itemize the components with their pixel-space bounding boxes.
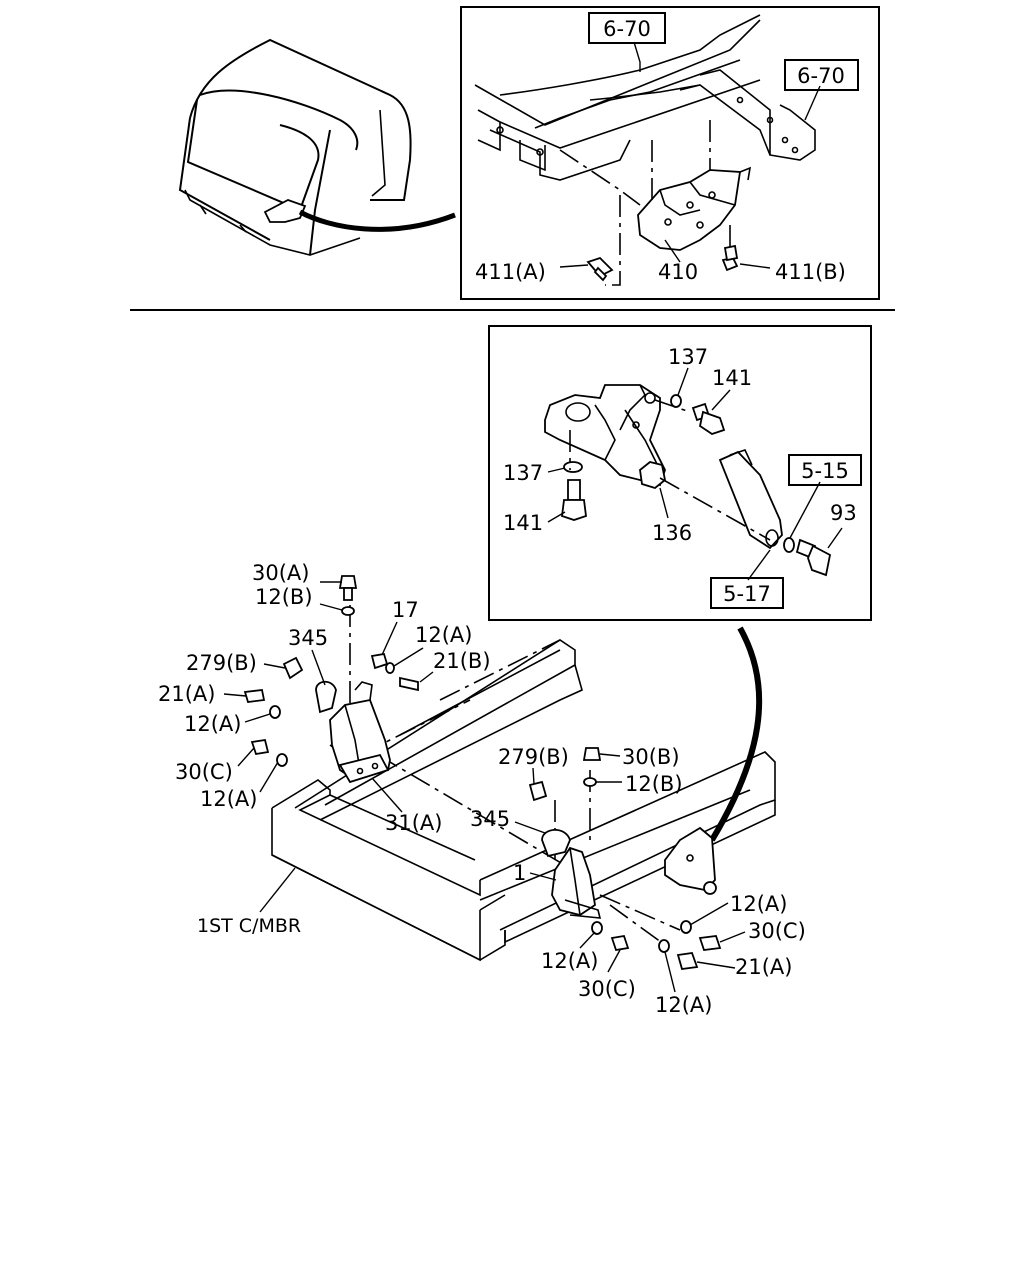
part-label-141-top: 141 [712,366,752,390]
inset-pointer-arrow [709,626,763,842]
part-label-12a-mid: 12(A) [184,712,241,736]
part-label-30c-right: 30(C) [748,919,806,943]
part-label-30c-left-lower: 30(C) [578,977,636,1001]
part-label-12b-left: 12(B) [255,585,313,609]
part-label-345-left: 345 [288,626,328,650]
ref-label-5-15: 5-15 [801,459,849,483]
nut-17-icon [370,652,389,670]
part-label-12a-top: 12(A) [415,623,472,647]
part-label-17: 17 [392,598,419,622]
part-label-411b: 411(B) [775,260,846,284]
spring-bracket-inset: 5-15 5-17 137 141 137 141 136 93 [488,325,872,621]
bolt-30a-icon [338,575,358,601]
part-label-137-left: 137 [503,461,543,485]
stud-21b-icon [399,676,419,692]
part-label-345-right: 345 [470,807,510,831]
part-label-21a-left: 21(A) [158,682,215,706]
washer-5-15-icon [783,537,795,553]
part-label-12b-right: 12(B) [625,772,683,796]
bolt-30b-icon [582,747,602,761]
bolt-30c-left-lower-icon [610,934,630,952]
part-label-93: 93 [830,501,857,525]
washer-12b-right-icon [583,777,597,787]
washer-137-left-icon [563,461,583,473]
part-label-21b: 21(B) [433,649,491,673]
washer-12a-mid-icon [269,705,281,719]
bolt-30c-left-icon [250,738,270,756]
bolt-279b-right-icon [528,780,548,802]
bolt-411b-icon [721,244,739,272]
bolt-279b-left-icon [282,656,304,680]
washer-137-top-icon [670,394,682,408]
part-label-30c-left: 30(C) [175,760,233,784]
part-label-279b-right: 279(B) [498,745,569,769]
part-label-12a-left: 12(A) [541,949,598,973]
part-label-30a: 30(A) [252,561,309,585]
bolt-21a-left-icon [243,689,266,703]
washer-12a-low-icon [276,753,288,767]
part-label-411a: 411(A) [475,260,546,284]
ref-label-5-17: 5-17 [723,582,771,606]
part-label-12a-low: 12(A) [200,787,257,811]
crossmember-label: 1ST C/MBR [197,915,301,937]
ref-label-6-70-b: 6-70 [797,64,845,88]
part-label-30b: 30(B) [622,745,680,769]
bolt-21a-right-icon [676,952,699,970]
part-label-1: 1 [513,861,526,885]
part-label-141-left: 141 [503,511,543,535]
washer-12a-right-icon [680,920,692,934]
washer-12a-top-icon [385,662,395,674]
bolt-411a-icon [586,256,614,282]
ref-box-5-15 [788,454,862,486]
chassis-frame-assembly: 30(A) 12(B) 17 345 12(A) 279(B) 21(B) 21… [158,561,806,1017]
bolt-93-icon [795,538,832,577]
ref-box-6-70-a [588,12,666,44]
washer-12a-left-icon [591,921,603,935]
frame-bracket-inset: 6-70 6-70 411(A) 410 411(B) [460,6,880,300]
washer-12b-left-icon [341,606,355,616]
washer-12a-bottom-icon [658,939,670,953]
part-label-12a-bottom: 12(A) [655,993,712,1017]
part-label-279b-left: 279(B) [186,651,257,675]
ref-label-6-70-a: 6-70 [603,17,651,41]
part-label-136: 136 [652,521,692,545]
bolt-141-top-icon [691,402,726,435]
ref-box-5-17 [710,577,784,609]
ref-box-6-70-b [784,59,859,91]
cab-illustration [178,38,456,256]
part-label-21a-right: 21(A) [735,955,792,979]
bolt-141-left-icon [561,479,587,521]
part-label-137-top: 137 [668,345,708,369]
part-label-410: 410 [658,260,698,284]
part-label-12a-right: 12(A) [730,892,787,916]
bolt-30c-right-icon [698,935,722,951]
part-label-31a: 31(A) [385,811,442,835]
